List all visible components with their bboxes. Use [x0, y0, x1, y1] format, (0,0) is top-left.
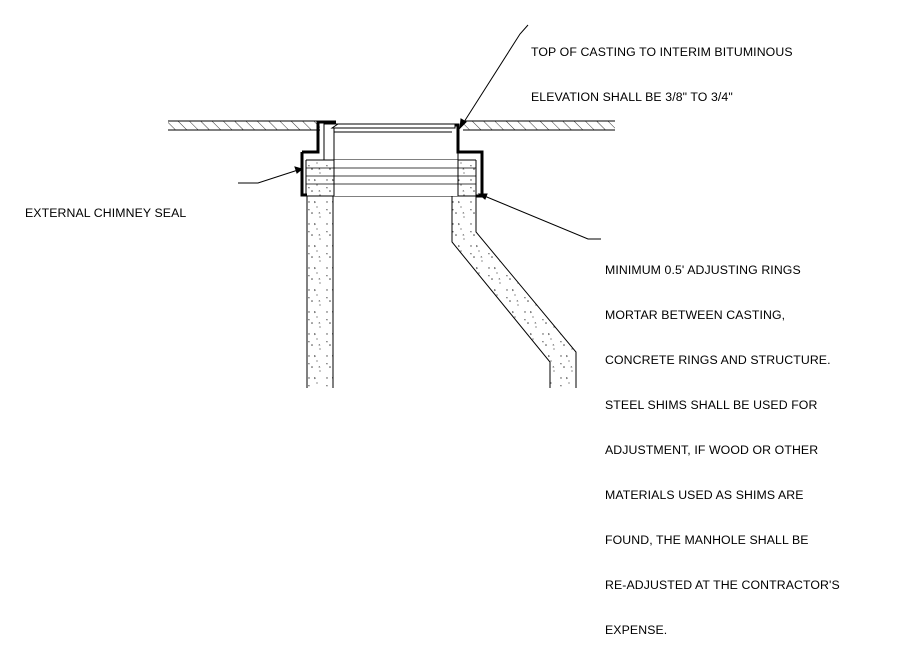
external-chimney-seal	[300, 150, 484, 198]
pavement-left	[168, 120, 320, 131]
note-chimney-seal: EXTERNAL CHIMNEY SEAL	[25, 176, 186, 236]
leader-casting-elevation	[459, 24, 529, 130]
manhole-wall-left	[306, 196, 334, 388]
note-line: STEEL SHIMS SHALL BE USED FOR	[605, 398, 818, 412]
casting-frame	[302, 120, 470, 161]
note-line: ADJUSTMENT, IF WOOD OR OTHER	[605, 443, 819, 457]
manhole-wall-right	[451, 196, 577, 388]
detail-drawing	[168, 24, 615, 388]
note-line: FOUND, THE MANHOLE SHALL BE	[605, 533, 809, 547]
note-line: ELEVATION SHALL BE 3/8" TO 3/4"	[531, 90, 733, 104]
pavement-right	[463, 120, 615, 131]
note-line: MINIMUM 0.5' ADJUSTING RINGS	[605, 263, 801, 277]
note-line: CONCRETE RINGS AND STRUCTURE.	[605, 353, 831, 367]
leader-chimney-seal	[238, 166, 304, 184]
note-line: TOP OF CASTING TO INTERIM BITUMINOUS	[531, 45, 793, 59]
note-line: RE-ADJUSTED AT THE CONTRACTOR'S	[605, 578, 840, 592]
note-line: MATERIALS USED AS SHIMS ARE	[605, 488, 804, 502]
manhole-casting-detail: TOP OF CASTING TO INTERIM BITUMINOUS ELE…	[25, 15, 840, 637]
adjusting-rings	[305, 159, 477, 197]
leader-adjusting-rings	[477, 193, 601, 240]
note-line: EXTERNAL CHIMNEY SEAL	[25, 206, 187, 220]
note-line: MORTAR BETWEEN CASTING,	[605, 308, 786, 322]
note-adjusting-rings: MINIMUM 0.5' ADJUSTING RINGS MORTAR BETW…	[605, 233, 840, 653]
note-line: EXPENSE.	[605, 623, 668, 637]
note-casting-elevation: TOP OF CASTING TO INTERIM BITUMINOUS ELE…	[531, 15, 793, 120]
